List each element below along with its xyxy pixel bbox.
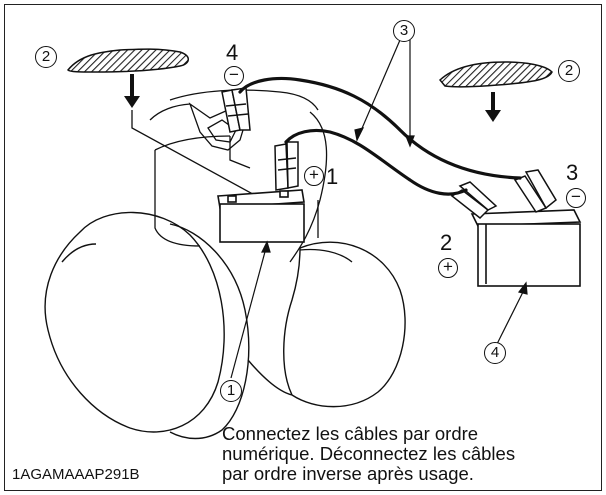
leader-lines <box>230 39 528 379</box>
figure-frame <box>4 4 602 491</box>
terminal-number-2: 2 <box>440 230 453 255</box>
caption-line-1: Connectez les câbles par ordre <box>222 423 479 444</box>
callout-4: 4 <box>484 342 506 364</box>
terminal-number-3: 3 <box>566 160 579 185</box>
left-tyre <box>44 211 250 440</box>
callout-1: 1 <box>220 380 242 402</box>
minus-symbol-3: − <box>566 188 586 208</box>
terminal-number-4: 4 <box>226 40 239 65</box>
caption-line-2: numérique. Déconnectez les câbles <box>222 443 516 464</box>
plus-symbol-1: + <box>304 166 324 186</box>
clamp-4 <box>221 87 251 133</box>
left-down-arrow <box>124 74 140 108</box>
callout-2-right: 2 <box>558 60 580 82</box>
clamp-1 <box>274 141 299 191</box>
caption-line-3: par ordre inverse après usage. <box>222 463 474 484</box>
clamp-3 <box>513 169 557 213</box>
terminal-number-1: 1 <box>326 164 339 189</box>
right-down-arrow <box>485 92 501 122</box>
minus-symbol-4: − <box>224 66 244 86</box>
figure-code: 1AGAMAAAP291B <box>12 466 140 483</box>
clamp-2 <box>450 181 498 220</box>
jumper-cables <box>238 76 522 196</box>
callout-3: 3 <box>393 20 415 42</box>
plus-symbol-2: + <box>438 258 458 278</box>
right-ground-hand <box>438 61 553 88</box>
booster-battery <box>470 209 582 287</box>
left-ground-hand <box>66 48 189 73</box>
right-tyre <box>247 241 406 408</box>
ground-lead-line <box>131 110 261 199</box>
callout-2-left: 2 <box>35 46 57 68</box>
tractor-battery <box>217 189 305 243</box>
instruction-caption: Connectez les câbles par ordre numérique… <box>222 424 592 484</box>
